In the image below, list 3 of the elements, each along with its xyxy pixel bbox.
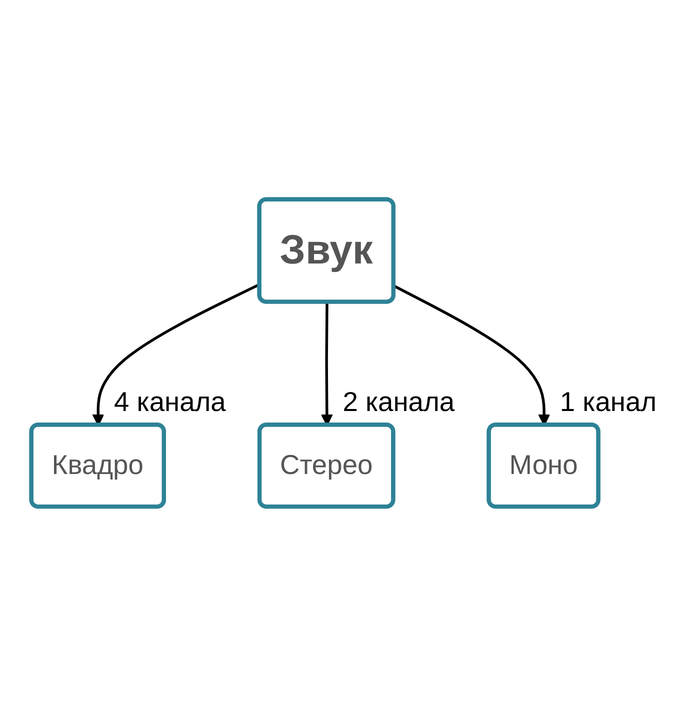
node-caption: 4 канала (114, 386, 226, 417)
node-caption: 1 канал (560, 386, 657, 417)
node-caption: 2 канала (342, 386, 455, 417)
